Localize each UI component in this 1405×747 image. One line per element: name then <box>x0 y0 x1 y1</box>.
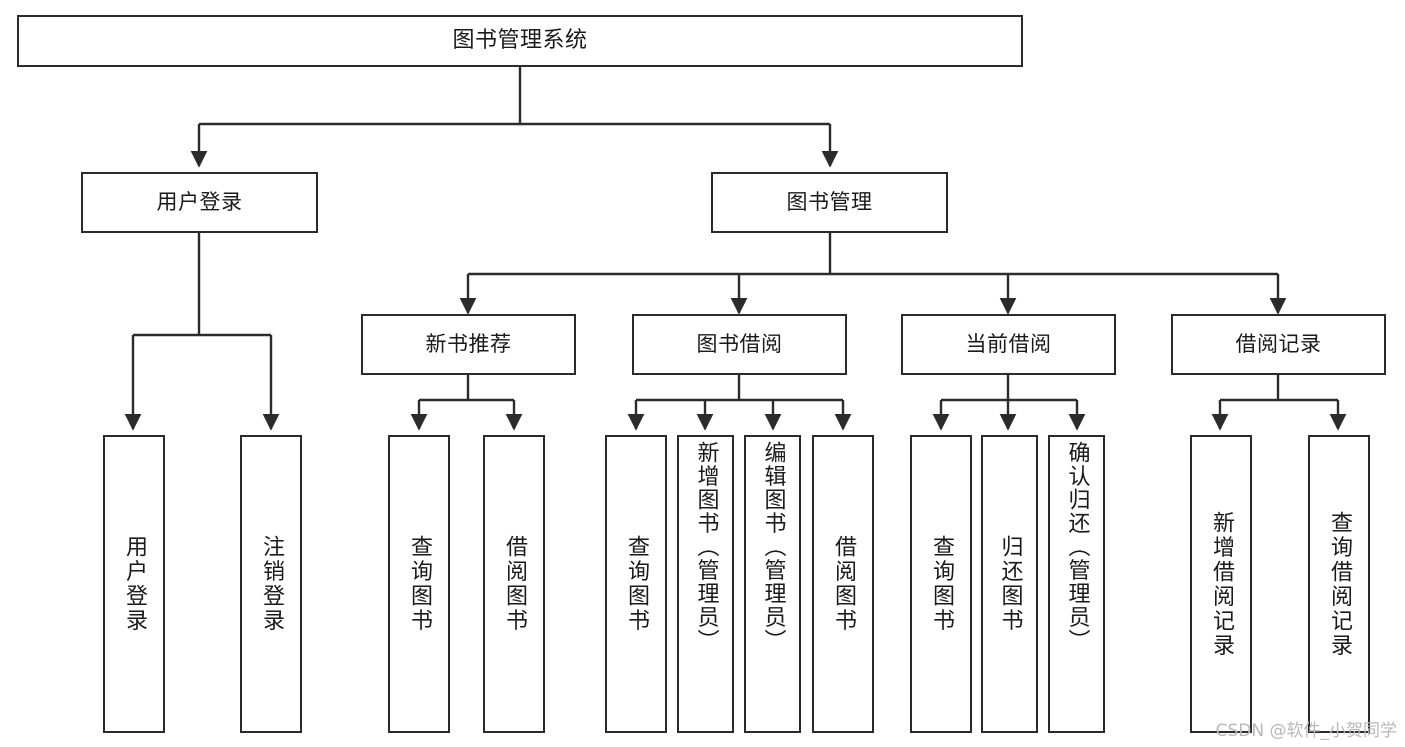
node-label: 查询图书 <box>624 535 649 633</box>
node-label: 借阅图书 <box>502 535 527 633</box>
leaf-edit-book-admin[interactable]: 编辑图书（管理员） <box>744 435 801 733</box>
node-label: 用户登录 <box>156 190 243 215</box>
node-borrow-record[interactable]: 借阅记录 <box>1171 314 1386 375</box>
node-label: 查询借阅记录 <box>1327 510 1352 658</box>
leaf-query-book-recommend[interactable]: 查询图书 <box>388 435 450 733</box>
node-user-login[interactable]: 用户登录 <box>81 172 318 233</box>
node-book-borrow[interactable]: 图书借阅 <box>632 314 847 375</box>
leaf-query-borrow-record[interactable]: 查询借阅记录 <box>1308 435 1370 733</box>
leaf-logout-login[interactable]: 注销登录 <box>240 435 302 733</box>
leaf-borrow-book[interactable]: 借阅图书 <box>812 435 874 733</box>
node-label: 图书借阅 <box>696 332 783 357</box>
leaf-query-book-current[interactable]: 查询图书 <box>910 435 972 733</box>
leaf-add-book-admin[interactable]: 新增图书（管理员） <box>677 435 734 733</box>
node-label: 注销登录 <box>259 535 284 633</box>
node-root-book-management-system[interactable]: 图书管理系统 <box>17 15 1023 67</box>
node-label: 新书推荐 <box>425 332 512 357</box>
leaf-borrow-book-recommend[interactable]: 借阅图书 <box>483 435 545 733</box>
node-label: 借阅图书 <box>831 535 856 633</box>
leaf-add-borrow-record[interactable]: 新增借阅记录 <box>1190 435 1252 733</box>
node-current-borrow[interactable]: 当前借阅 <box>901 314 1116 375</box>
leaf-user-login[interactable]: 用户登录 <box>103 435 165 733</box>
node-label: 借阅记录 <box>1235 332 1322 357</box>
node-book-management[interactable]: 图书管理 <box>711 172 948 233</box>
node-label: 新增图书（管理员） <box>693 441 719 653</box>
node-label: 用户登录 <box>122 535 147 633</box>
leaf-return-book[interactable]: 归还图书 <box>981 435 1038 733</box>
node-label: 查询图书 <box>407 535 432 633</box>
node-label: 新增借阅记录 <box>1209 510 1234 658</box>
node-label: 编辑图书（管理员） <box>760 441 786 653</box>
node-label: 图书管理 <box>786 190 873 215</box>
watermark-text: CSDN @软件_小贺同学 <box>1215 721 1397 741</box>
leaf-query-book-borrow[interactable]: 查询图书 <box>605 435 667 733</box>
node-label: 当前借阅 <box>965 332 1052 357</box>
node-label: 确认归还（管理员） <box>1064 441 1090 653</box>
node-label: 图书管理系统 <box>452 28 588 54</box>
node-label: 归还图书 <box>997 535 1023 633</box>
node-new-book-recommend[interactable]: 新书推荐 <box>361 314 576 375</box>
node-label: 查询图书 <box>929 535 954 633</box>
leaf-confirm-return-admin[interactable]: 确认归还（管理员） <box>1048 435 1105 733</box>
